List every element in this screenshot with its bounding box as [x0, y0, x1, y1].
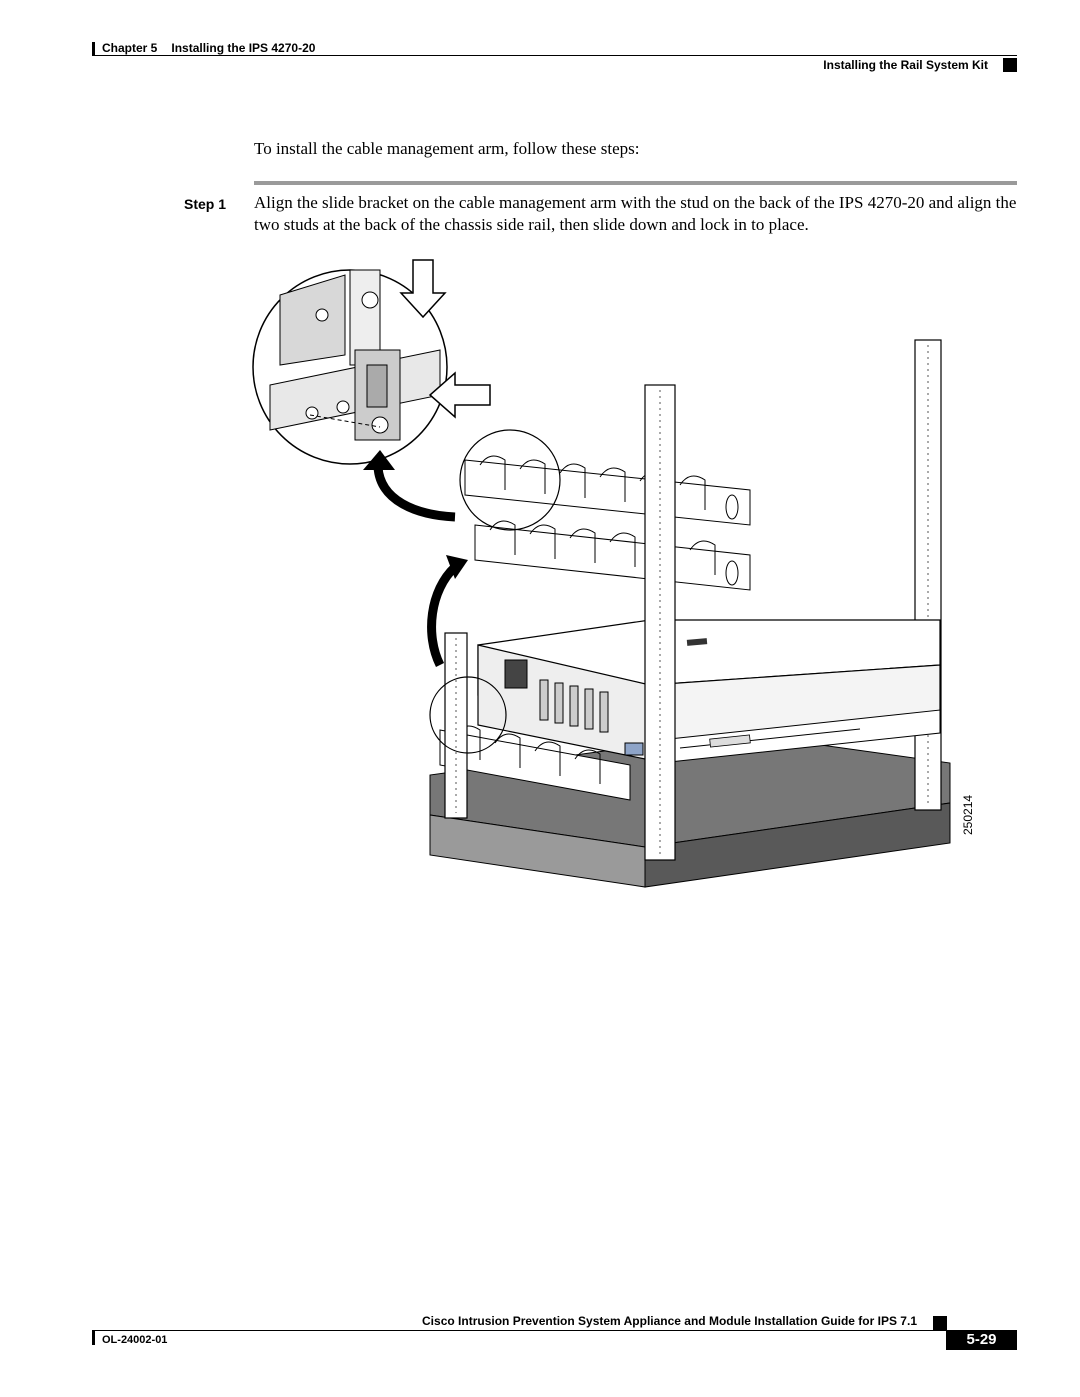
footer-doc-number: OL-24002-01 — [102, 1334, 168, 1346]
curved-arrow-upper — [373, 466, 456, 522]
power-supply — [504, 659, 528, 689]
curved-arrow-upper-head — [363, 450, 395, 470]
chassis-label — [686, 638, 708, 646]
intro-text: To install the cable management arm, fol… — [254, 139, 640, 158]
detail-circle-arm — [459, 429, 561, 531]
cable-arm-install-figure: 250214 — [250, 255, 980, 895]
footer-square-marker — [933, 1316, 947, 1330]
chapter-title: Installing the IPS 4270-20 — [171, 41, 316, 55]
down-arrow-icon — [399, 259, 447, 319]
curved-arrow-lower — [427, 563, 459, 668]
header-rule — [92, 55, 1017, 56]
header-square-marker — [1003, 58, 1017, 72]
header-chapter: Chapter 5 Installing the IPS 4270-20 — [102, 41, 315, 55]
rack-illustration: 250214 — [252, 259, 975, 888]
chapter-label: Chapter 5 — [102, 41, 158, 55]
header-left-bar — [92, 42, 95, 56]
blue-connector — [624, 742, 644, 756]
front-left-post — [444, 632, 468, 819]
left-arrow-icon — [428, 371, 491, 419]
section-title: Installing the Rail System Kit — [823, 58, 988, 72]
curved-arrow-lower-head — [446, 555, 468, 579]
step-text: Align the slide bracket on the cable man… — [254, 193, 1017, 234]
rail-bracket — [709, 734, 751, 748]
cable-arm-upper — [464, 455, 751, 526]
expansion-slots — [539, 679, 609, 733]
magnified-bracket — [269, 269, 441, 441]
footer-rule — [92, 1330, 1017, 1331]
step-label: Step 1 — [184, 196, 227, 212]
footer-left-bar — [92, 1331, 95, 1345]
detail-circle-installed — [429, 676, 507, 754]
footer-guide-title: Cisco Intrusion Prevention System Applia… — [422, 1314, 917, 1328]
figure-id-label: 250214 — [961, 795, 975, 835]
cable-arm-lower — [474, 520, 751, 591]
step-rule — [254, 181, 1017, 185]
footer-page-number: 5-29 — [946, 1330, 1017, 1350]
rack-base-side — [644, 802, 951, 888]
